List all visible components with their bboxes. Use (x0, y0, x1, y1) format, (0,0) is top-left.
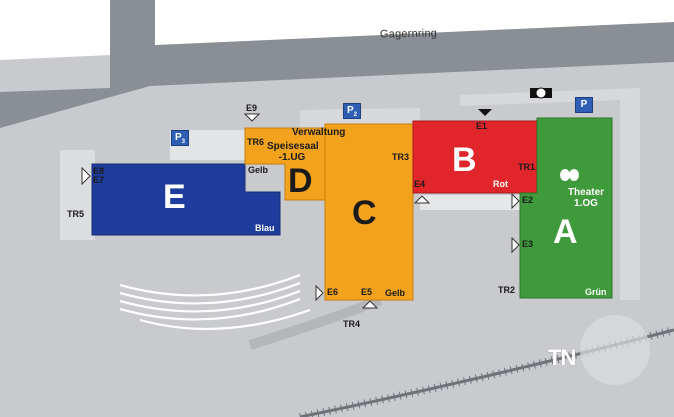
entrance-E9-icon (243, 113, 261, 122)
parking-sign: P (575, 97, 593, 113)
building-D-label: Speisesaal -1.UG (267, 141, 319, 163)
entrance-E4-icon (413, 195, 431, 204)
building-E-color: Blau (255, 223, 275, 233)
building-C-letter: C (352, 194, 377, 232)
stairwell-TR5: TR5 (67, 209, 85, 219)
entrance-E3: E3 (522, 239, 534, 249)
watermark-logo: TN (548, 345, 576, 370)
building-C-color: Gelb (385, 288, 406, 298)
stairwell-TR3: TR3 (392, 152, 410, 162)
building-C (324, 123, 414, 301)
parking-sub: 3 (181, 139, 185, 145)
entrance-E4: E4 (414, 179, 426, 189)
entrance-E3-icon (511, 236, 520, 254)
building-A-label: Theater 1.OG (567, 187, 605, 209)
stairwell-TR1: TR1 (518, 162, 536, 172)
stairwell-TR2: TR2 (498, 285, 516, 295)
entrance-E8-icon (81, 166, 91, 186)
walkway (420, 195, 520, 210)
entrance-E1: E1 (476, 121, 488, 131)
camera-icon (530, 87, 552, 99)
watermark-circle (580, 315, 650, 385)
entrance-E8: E8 (93, 166, 105, 176)
entrance-E9: E9 (246, 103, 258, 113)
building-D-color: Gelb (248, 165, 269, 175)
entrance-E2: E2 (522, 195, 534, 205)
parking-symbol: P (346, 105, 354, 116)
entrance-E1-icon (478, 109, 492, 116)
road-label: Gagernring (379, 27, 438, 41)
walkway (60, 150, 95, 240)
parking-sign: P2 (343, 103, 361, 119)
parking-sub: 2 (353, 112, 357, 118)
amphitheater-steps (119, 273, 311, 331)
building-A (519, 117, 613, 299)
road-gagernring (0, 0, 674, 128)
parking-sign: P3 (171, 130, 189, 146)
building-A-letter: A (553, 213, 578, 251)
building-B-letter: B (452, 141, 477, 179)
entrance-E2-icon (511, 192, 520, 210)
walkway (460, 88, 640, 300)
building-D-letter: D (288, 162, 313, 200)
parking-symbol: P (174, 132, 182, 143)
building-A-color: Grün (585, 287, 607, 297)
entrance-E6-icon (315, 284, 324, 302)
building-E-letter: E (163, 178, 186, 216)
building-C-label: Verwaltung (292, 127, 346, 138)
parking-symbol: P (580, 99, 588, 110)
stairwell-TR6: TR6 (247, 137, 265, 147)
stairwell-TR4: TR4 (343, 319, 361, 329)
entrance-E5-icon (361, 300, 379, 309)
entrance-E5: E5 (361, 287, 373, 297)
entrance-E6: E6 (327, 287, 339, 297)
building-B-color: Rot (493, 179, 508, 189)
entrance-E7: E7 (93, 175, 105, 185)
theater-masks-icon (560, 169, 579, 181)
